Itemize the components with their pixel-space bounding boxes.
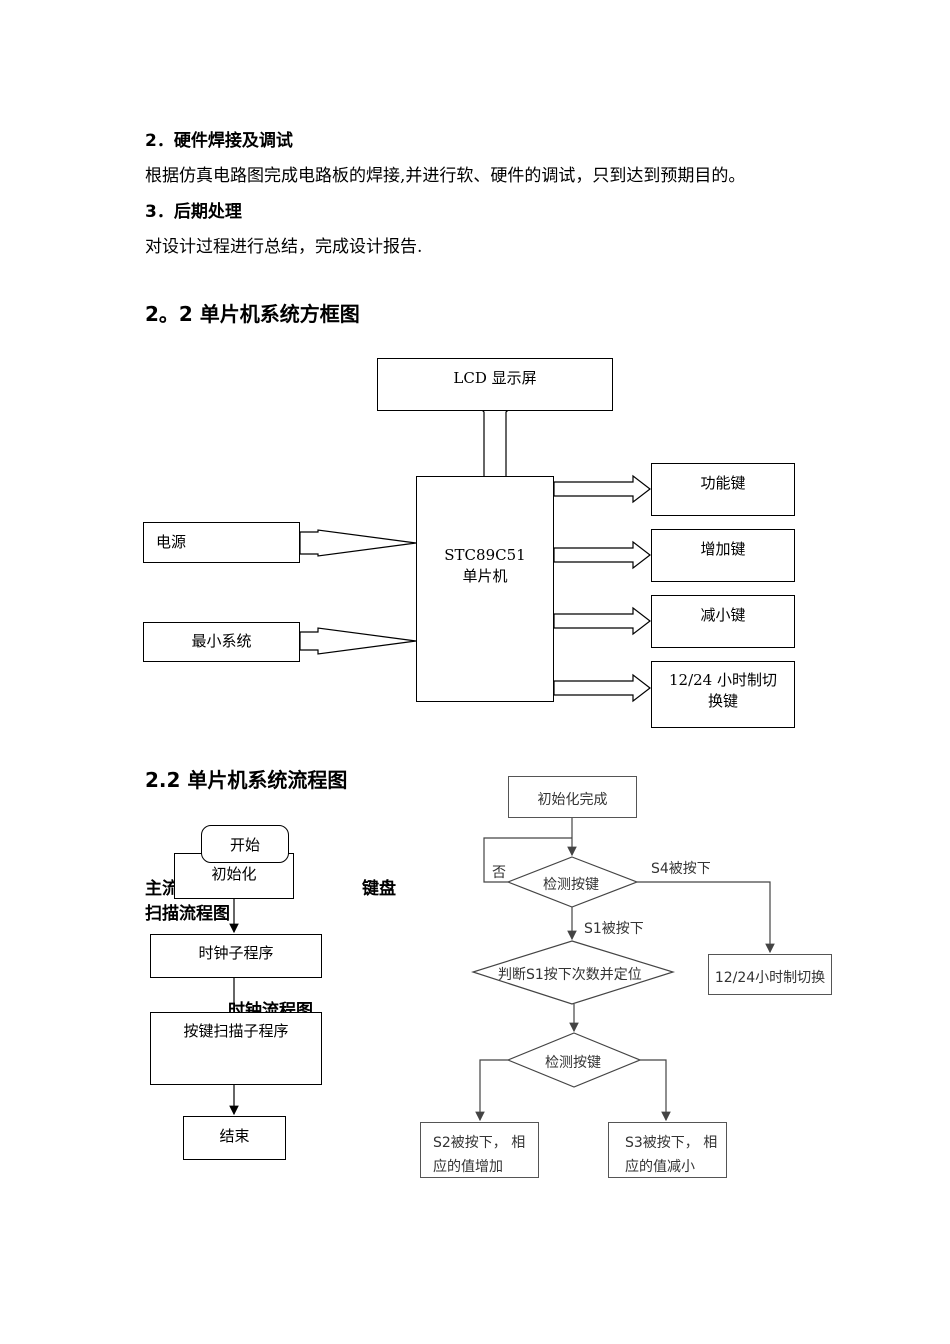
clock-subroutine-box: 时钟子程序: [150, 934, 322, 978]
key-scan-subroutine-label: 按键扫描子程序: [183, 1022, 289, 1040]
mode-key-box: 12/24 小时制切 换键: [651, 661, 795, 728]
mode-key-label-2: 换键: [707, 692, 738, 710]
kb-init-done-box: 初始化完成: [508, 776, 637, 818]
kb-s3-label-2: 相应的值减小: [625, 1135, 718, 1175]
mcu-box: STC89C51 单片机: [416, 476, 554, 702]
kb-detect-diamond-1: [506, 856, 639, 908]
lcd-display-label: LCD 显示屏: [453, 369, 537, 387]
kb-s1-label: S1被按下: [584, 921, 644, 937]
start-label: 开始: [229, 836, 260, 854]
key-scan-subroutine-box: 按键扫描子程序: [150, 1012, 322, 1085]
kb-judge-label: 判断S1按下次数并定位: [498, 967, 642, 983]
kb-line-to-s2: [475, 1059, 508, 1122]
flow-title: 2.2 单片机系统流程图: [145, 768, 348, 792]
min-system-box: 最小系统: [143, 622, 300, 662]
kb-s3-box: S3被按下， 相应的值减小: [608, 1122, 727, 1178]
end-box: 结束: [183, 1116, 286, 1160]
mcu-to-decrease-key-arrow: [553, 606, 651, 636]
increase-key-label: 增加键: [700, 540, 746, 558]
kb-line-to-s3: [640, 1059, 671, 1122]
function-key-label: 功能键: [700, 474, 746, 492]
kb-loop-no: [483, 837, 572, 883]
mcu-to-increase-key-arrow: [553, 540, 651, 570]
flow-caption-scan: 扫描流程图: [145, 904, 230, 924]
min-system-label: 最小系统: [191, 632, 252, 650]
block-diagram-title: 2。2 单片机系统方框图: [145, 302, 360, 326]
kb-judge-diamond: [471, 940, 676, 1005]
mcu-to-function-key-arrow: [553, 474, 651, 504]
end-label: 结束: [219, 1127, 250, 1145]
section-3-heading: 3．后期处理: [145, 202, 242, 222]
lcd-bus-arrow: [474, 403, 517, 476]
kb-mode-switch-box: 12/24小时制切换: [708, 954, 832, 995]
kb-s4-label: S4被按下: [651, 861, 711, 877]
mcu-to-mode-key-arrow: [553, 673, 651, 703]
flow-caption-main: 主流: [145, 879, 179, 899]
kb-line-s4: [637, 881, 775, 954]
kb-s2-box: S2被按下， 相应的值增加: [420, 1122, 539, 1178]
init-label: 初始化: [211, 865, 257, 883]
power-box: 电源: [143, 522, 300, 563]
section-2-text: 根据仿真电路图完成电路板的焊接,并进行软、硬件的调试，只到达到预期目的。: [145, 166, 746, 186]
power-to-mcu-arrow: [299, 529, 417, 557]
lcd-display-box: LCD 显示屏: [377, 358, 613, 411]
clock-subroutine-label: 时钟子程序: [198, 944, 274, 962]
kb-mode-switch-label: 12/24小时制切换: [714, 970, 826, 986]
kb-init-done-label: 初始化完成: [537, 792, 608, 808]
section-2-heading: 2．硬件焊接及调试: [145, 131, 293, 151]
power-label: 电源: [156, 533, 187, 551]
mcu-label-name: 单片机: [462, 567, 508, 585]
function-key-box: 功能键: [651, 463, 795, 516]
kb-s2-label-1: S2被按下，: [433, 1135, 507, 1151]
kb-s3-label-1: S3被按下，: [625, 1135, 699, 1151]
start-box: 开始: [201, 825, 289, 863]
flow-caption-keyboard: 键盘: [362, 879, 396, 899]
section-3-text: 对设计过程进行总结，完成设计报告.: [145, 237, 423, 257]
decrease-key-box: 减小键: [651, 595, 795, 648]
increase-key-box: 增加键: [651, 529, 795, 582]
min-system-to-mcu-arrow: [299, 627, 417, 655]
decrease-key-label: 减小键: [700, 606, 746, 624]
kb-detect-label-2: 检测按键: [545, 1055, 601, 1071]
kb-detect-label-1: 检测按键: [543, 877, 599, 893]
kb-detect-diamond-2: [506, 1032, 642, 1088]
mode-key-label-1: 12/24 小时制切: [669, 671, 777, 689]
kb-no-label: 否: [492, 865, 506, 881]
kb-s2-label-2: 相应的值增加: [433, 1135, 526, 1175]
mcu-label-model: STC89C51: [444, 546, 526, 564]
